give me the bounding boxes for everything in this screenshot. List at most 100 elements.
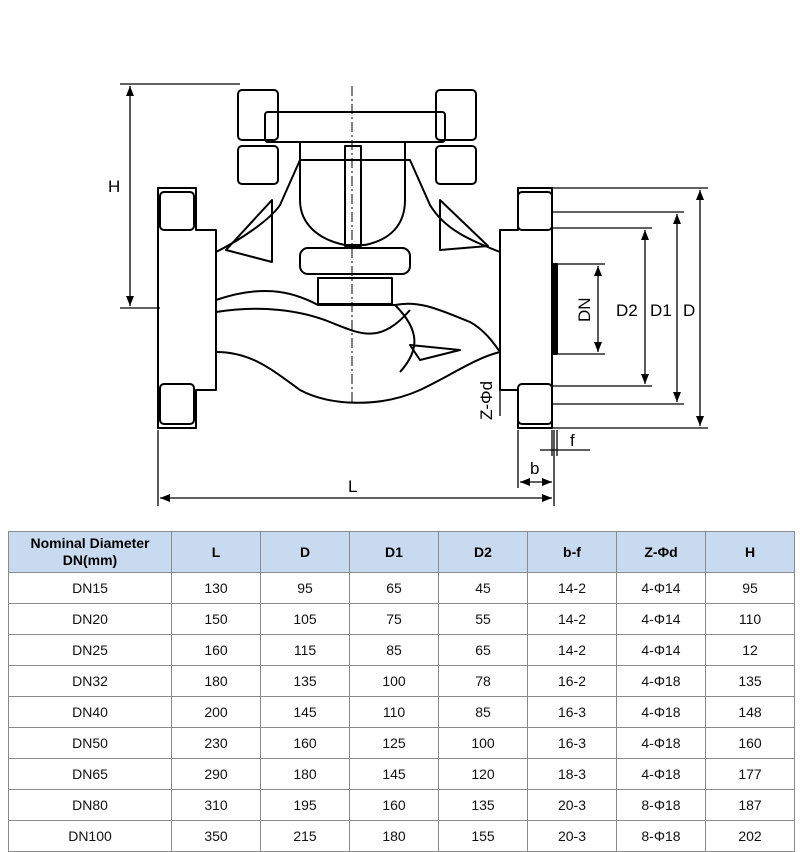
cell-D2: 120	[438, 758, 528, 790]
label-f: f	[570, 431, 575, 450]
cell-D1: 110	[349, 696, 439, 728]
header-D2: D2	[438, 531, 528, 573]
cell-H: 95	[705, 572, 795, 604]
header-H: H	[705, 531, 795, 573]
cell-L: 230	[171, 727, 261, 759]
cell-D1: 100	[349, 665, 439, 697]
cell-L: 160	[171, 634, 261, 666]
label-L: L	[348, 477, 357, 496]
bonnet-top	[264, 111, 446, 143]
cell-dn: DN40	[8, 696, 172, 728]
cell-z-phi-d: 4-Φ14	[616, 572, 706, 604]
header-nominal-diameter-line1: Nominal Diameter	[30, 535, 150, 551]
cell-D: 160	[260, 727, 350, 759]
right-flange-face	[551, 263, 558, 355]
cell-D1: 85	[349, 634, 439, 666]
seat-partition	[394, 304, 461, 373]
label-D: D	[683, 301, 695, 320]
table-header-row: Nominal Diameter DN(mm) L D D1 D2 b-f Z-…	[8, 531, 795, 573]
cell-D2: 135	[438, 789, 528, 821]
cell-z-phi-d: 4-Φ18	[616, 727, 706, 759]
cell-L: 350	[171, 820, 261, 852]
valve-body-outline	[215, 159, 501, 404]
cell-L: 180	[171, 665, 261, 697]
header-nominal-diameter-line2: DN(mm)	[62, 552, 118, 568]
cell-D: 115	[260, 634, 350, 666]
cell-D: 135	[260, 665, 350, 697]
cell-D2: 100	[438, 727, 528, 759]
cell-H: 187	[705, 789, 795, 821]
cell-L: 200	[171, 696, 261, 728]
cell-b-f: 16-3	[527, 727, 617, 759]
rib-left	[225, 199, 273, 263]
cell-z-phi-d: 4-Φ18	[616, 665, 706, 697]
header-D1: D1	[349, 531, 439, 573]
cell-D1: 160	[349, 789, 439, 821]
cell-D1: 65	[349, 572, 439, 604]
cell-dn: DN32	[8, 665, 172, 697]
left-flange	[157, 187, 217, 429]
cell-H: 148	[705, 696, 795, 728]
cell-z-phi-d: 8-Φ18	[616, 820, 706, 852]
cell-H: 202	[705, 820, 795, 852]
disc	[299, 247, 411, 275]
label-D2: D2	[616, 301, 638, 320]
cell-z-phi-d: 4-Φ14	[616, 603, 706, 635]
stem	[344, 145, 362, 247]
cell-dn: DN15	[8, 572, 172, 604]
header-b-f: b-f	[527, 531, 617, 573]
disc-seat	[317, 277, 393, 305]
cell-dn: DN20	[8, 603, 172, 635]
cell-D1: 180	[349, 820, 439, 852]
cell-D2: 85	[438, 696, 528, 728]
cell-D2: 55	[438, 603, 528, 635]
cell-D2: 65	[438, 634, 528, 666]
cell-H: 12	[705, 634, 795, 666]
header-z-phi-d: Z-Φd	[616, 531, 706, 573]
bonnet-bolt-left-upper	[237, 89, 279, 141]
cell-D1: 145	[349, 758, 439, 790]
left-flange-bolt-bottom	[159, 383, 195, 425]
cell-b-f: 20-3	[527, 820, 617, 852]
cell-H: 135	[705, 665, 795, 697]
cell-z-phi-d: 4-Φ14	[616, 634, 706, 666]
bonnet-neck	[299, 142, 406, 246]
cell-b-f: 16-2	[527, 665, 617, 697]
label-H: H	[108, 177, 120, 196]
specification-table: Nominal Diameter DN(mm) L D D1 D2 b-f Z-…	[8, 531, 795, 852]
left-flange-bolt-top	[159, 191, 195, 231]
cell-dn: DN25	[8, 634, 172, 666]
label-z-phi-d: Z-Φd	[477, 381, 496, 420]
cell-dn: DN50	[8, 727, 172, 759]
header-D: D	[260, 531, 350, 573]
bonnet-bolt-right-upper	[435, 89, 477, 141]
cell-D: 180	[260, 758, 350, 790]
cell-z-phi-d: 8-Φ18	[616, 789, 706, 821]
label-D1: D1	[650, 301, 672, 320]
cell-D2: 78	[438, 665, 528, 697]
cell-L: 310	[171, 789, 261, 821]
cell-b-f: 14-2	[527, 572, 617, 604]
cell-D: 95	[260, 572, 350, 604]
rib-right	[439, 199, 489, 251]
cell-H: 110	[705, 603, 795, 635]
cell-z-phi-d: 4-Φ18	[616, 758, 706, 790]
cell-D: 145	[260, 696, 350, 728]
cell-b-f: 16-3	[527, 696, 617, 728]
cell-L: 290	[171, 758, 261, 790]
cell-D: 215	[260, 820, 350, 852]
right-flange	[499, 187, 553, 429]
header-nominal-diameter: Nominal Diameter DN(mm)	[8, 531, 172, 573]
right-flange-bolt-top	[517, 191, 553, 231]
cell-D: 195	[260, 789, 350, 821]
cell-D2: 45	[438, 572, 528, 604]
right-flange-bolt-bottom	[517, 383, 553, 425]
